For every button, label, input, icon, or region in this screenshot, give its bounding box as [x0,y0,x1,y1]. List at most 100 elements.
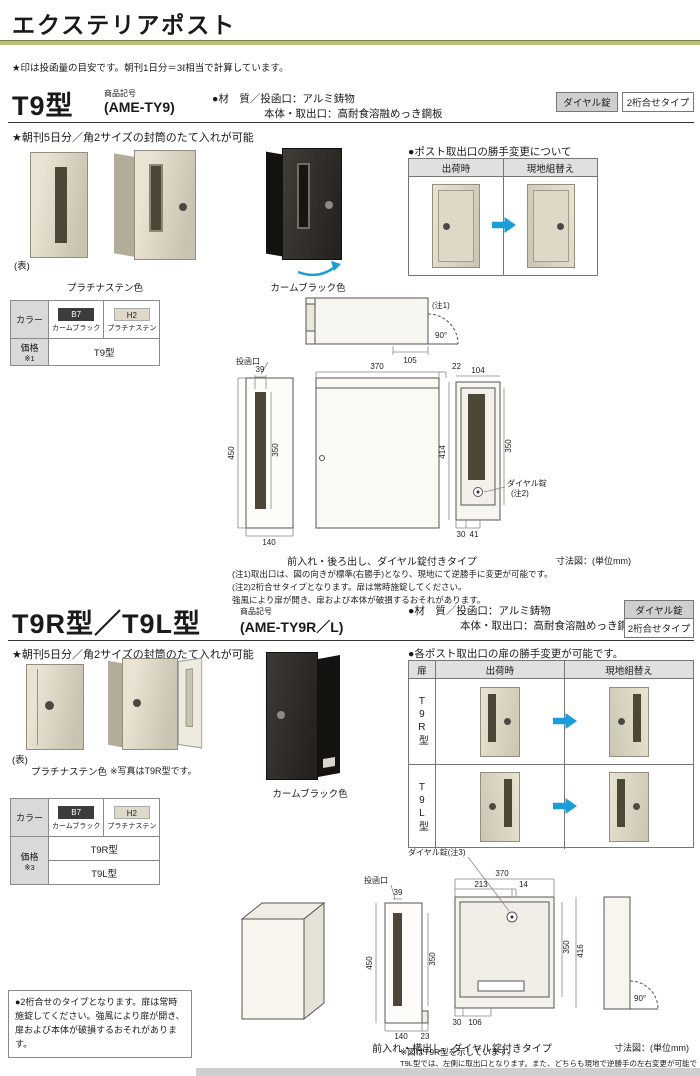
dial-knob [488,803,496,810]
mail-slot [55,167,67,243]
mailbox-side-face [318,655,340,777]
dial-lock-badge: ダイヤル錠 [556,92,618,112]
door-change-table: 扉 出荷時 現地組替え T9R型 T9L型 [408,660,694,849]
t9rl-dimension-labels: ダイヤル錠(注3) 投函口 39 450 350 140 23 370 213 … [364,847,646,1041]
photo-note: ※写真はT9R型です。 [110,766,197,776]
dim-label: 105 [403,356,417,365]
price-note: ※3 [24,862,35,872]
shipping-header: 出荷時 [434,661,564,679]
price-header: 価格 ※3 [10,836,49,885]
t9r-shipping-cell [434,679,564,764]
page-footer-bar [196,1068,700,1076]
slot-label: 投函口 [236,356,260,366]
color-name-b7: カームブラック [52,324,101,332]
dial-lock-label: ダイヤル錠(注3) [408,847,466,857]
note-line: (注1)取出口は、図の向きが標準(右勝手)となり、現地にて逆勝手に変更が可能です… [232,569,553,579]
product-code-value: (AME-TY9R／L) [240,619,344,635]
color-header: カラー [10,300,49,339]
t9l-onsite-cell [563,764,693,849]
page-title: エクステリアポスト [12,12,237,38]
mailbox-front-face [134,150,196,260]
price-label: 価格 [20,851,39,862]
mailbox-front-face [266,652,318,780]
slot-label: 投函口 [364,875,388,885]
color-chip-h2: H2 [113,307,150,321]
color-b7-cell: B7 カームブラック [47,798,105,837]
rear-onsite-image [526,184,575,268]
shipping-cell [409,177,503,275]
dim-label: 14 [519,880,528,889]
dim-label: 106 [468,1018,482,1027]
section-divider [8,122,694,123]
mail-slot-window [297,163,310,229]
dial-knob [325,201,333,209]
platinum-color-label: プラチナステン色 [30,767,107,778]
mailbox-side-face [114,153,134,257]
intake-note: ★印は投函量の目安です。朝刊1日分＝3ℓ相当で計算しています。 [12,63,289,74]
dim-label: 39 [394,888,403,897]
t9-platinum-angle-image [114,150,196,260]
t9rl-title: T9R型／T9L型 [12,609,202,639]
dial-knob [45,701,54,710]
t9r-onsite-cell [563,679,693,764]
material-line1: ●材 質／投函口：アルミ鋳物 [408,605,551,617]
dial-knob [133,699,141,707]
price-header: 価格 ※1 [10,338,49,366]
t9r-front-view-image [26,664,84,750]
mailbox-front-face [282,148,342,260]
color-h2-cell: H2 プラチナステン [103,798,161,837]
price-model-row: T9R型 [47,836,161,861]
dim-label: 140 [262,538,276,547]
t9-product-code: 商品記号 (AME-TY9) [104,88,175,115]
dim-label: 350 [428,952,437,966]
onsite-cell [503,177,597,275]
door-change-box: 出荷時 現地組替え [408,158,598,276]
figure-note: ※図はT9R型を示しています。 [400,1047,516,1057]
t9l-shipping-cell [434,764,564,849]
t9-drawing-shapes [245,297,501,529]
row-label-t9l: T9L型 [409,764,435,849]
dim-label: 90° [435,331,447,340]
t9l-shipping-image [479,772,520,842]
dim-label: 370 [495,869,509,878]
dim-label: 213 [474,880,488,889]
t9r-onsite-image [608,686,649,757]
change-table-title: ●各ポスト取出口の扉の勝手変更が可能です。 [408,648,624,660]
row-label-t9r: T9R型 [409,679,435,764]
dim-label: 450 [365,956,374,970]
black-color-label: カームブラック色 [272,789,348,800]
color-h2-cell: H2 プラチナステン [103,300,161,339]
onsite-header: 現地組替え [563,661,693,679]
dim-label: 350 [271,443,280,457]
dim-label: 90° [634,994,646,1003]
dial-knob [443,223,450,230]
t9r-row-label: T9R型 [416,696,428,747]
dim-label: 370 [370,362,384,371]
t9rl-material-info: ●材 質／投函口：アルミ鋳物 本体・取出口：高耐食溶融めっき鋼板 [408,604,639,634]
t9rl-drawing-shapes [240,896,659,1024]
section-divider [8,640,694,641]
title-accent-bar [0,40,700,45]
product-code-caption: 商品記号 [104,89,136,98]
color-chip-h2: H2 [113,805,150,819]
mail-slot [632,693,641,742]
two-digit-badge: 2桁合せタイプ [624,618,694,638]
price-model-row: T9L型 [47,860,161,885]
mailbox-front-face [122,658,178,750]
dim-label: 30 [453,1018,462,1027]
dial-knob [277,711,285,719]
dial-knob [617,717,625,725]
mailbox-side-face [266,151,282,257]
door-seam [37,669,38,745]
note-line: (注2)2桁合せタイプとなります。扉は常時施錠してください。 [232,581,467,592]
dim-label: 414 [438,445,447,459]
dial-lock-badge: ダイヤル錠 [624,600,694,620]
t9-dimension-lines [237,346,506,537]
t9-dimension-drawing: 90° (注1) 105 投函口 39 450 350 140 370 22 1… [228,297,547,547]
t9rl-drawing-caption: 前入れ・横出し、ダイヤル錠付きタイプ [372,1044,552,1055]
platinum-color-label: プラチナステン色 [66,283,143,294]
door-header: 扉 [409,661,435,679]
t9rl-caution-box: ●2桁合せのタイプとなります。扉は常時施錠してください。強風により扉が開き、扉お… [8,990,192,1058]
price-note: ※1 [24,354,35,363]
